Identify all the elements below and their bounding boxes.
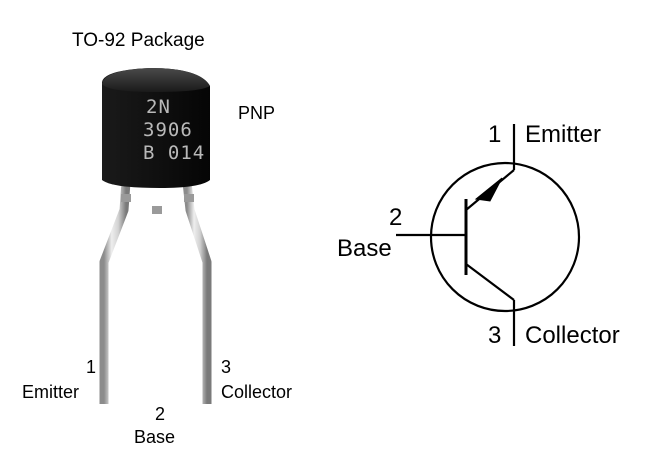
body-marking-line-1: 2N [146, 96, 171, 118]
pin-1-number: 1 [86, 357, 97, 377]
symbol-collector-number: 3 [488, 322, 502, 349]
pnp-symbol [396, 124, 581, 346]
symbol-base-name: Base [337, 235, 392, 262]
pin-3-name: Collector [221, 382, 293, 402]
symbol-emitter-name: Emitter [525, 121, 602, 148]
symbol-circle [429, 161, 581, 313]
symbol-base-number: 2 [389, 204, 403, 231]
lead-collector [182, 181, 212, 404]
pin-2-number: 2 [155, 404, 166, 424]
transistor-leads [99, 181, 212, 404]
transistor-body [102, 68, 210, 188]
lead-emitter [99, 181, 131, 404]
transistor-type: PNP [238, 103, 276, 123]
emitter-arrow [474, 177, 503, 202]
package-title: TO-92 Package [72, 30, 205, 51]
pin-1-name: Emitter [22, 382, 80, 402]
pin-3-number: 3 [221, 357, 232, 377]
collector-diagonal [465, 263, 515, 301]
symbol-emitter-number: 1 [488, 121, 502, 148]
body-marking-line-3: B 014 [143, 142, 206, 164]
symbol-collector-name: Collector [525, 322, 620, 349]
body-marking-line-2: 3906 [143, 119, 193, 141]
pin-2-name: Base [134, 427, 176, 447]
